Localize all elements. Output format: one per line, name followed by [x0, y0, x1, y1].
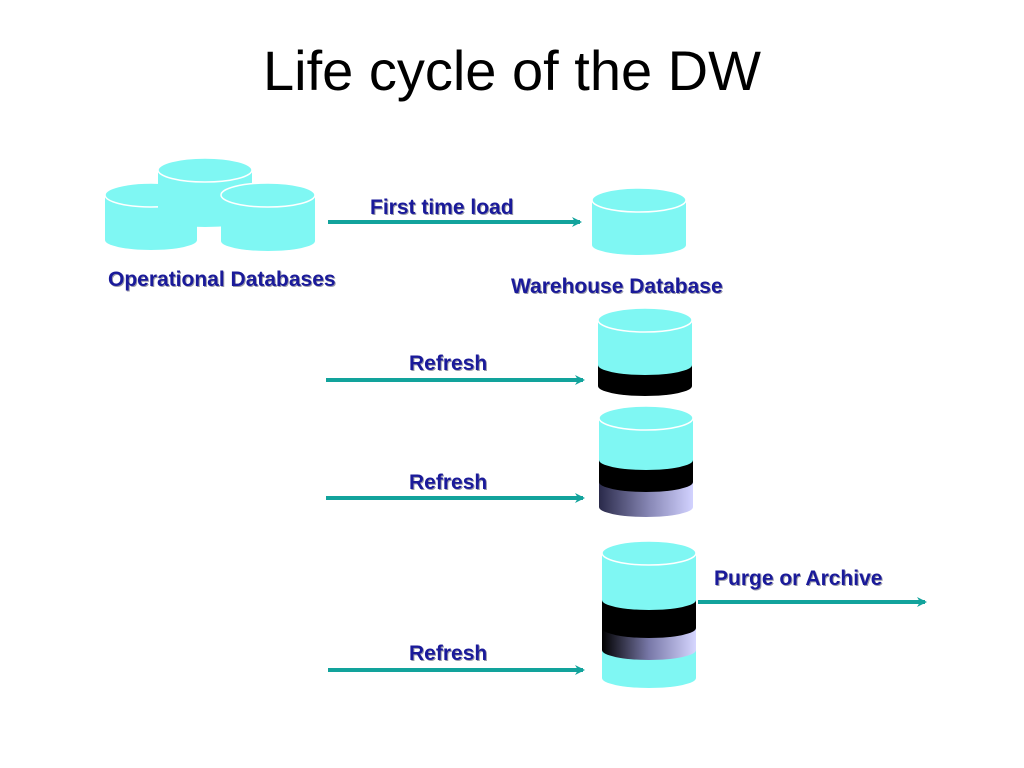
operational-databases-icon [104, 157, 316, 251]
first-time-load-label: First time load [370, 196, 514, 219]
warehouse-database-label: Warehouse Database [511, 275, 723, 298]
refresh-label-1: Refresh [409, 352, 488, 375]
warehouse-after-refresh-1-icon [597, 307, 693, 396]
refresh-label-3: Refresh [409, 642, 488, 665]
slide-title: Life cycle of the DW [263, 39, 761, 102]
database-cylinder-icon [220, 182, 316, 251]
purge-or-archive-label: Purge or Archive [714, 567, 883, 590]
operational-databases-label: Operational Databases [108, 268, 336, 291]
refresh-label-2: Refresh [409, 471, 488, 494]
warehouse-after-refresh-3-icon [601, 540, 697, 688]
warehouse-after-refresh-2-icon [598, 405, 694, 517]
warehouse-database-icon [591, 187, 687, 255]
